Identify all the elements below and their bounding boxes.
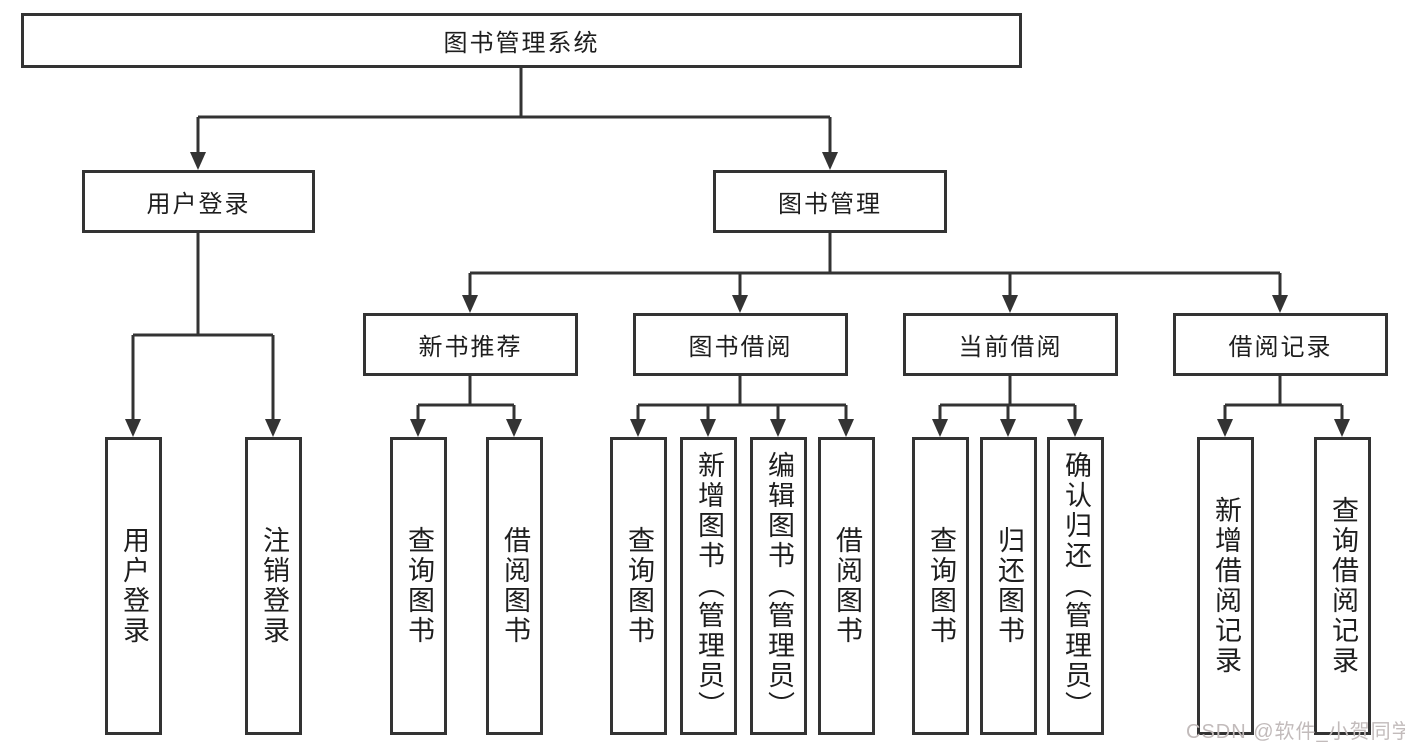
arrowheads [125,152,1350,437]
node-borrow-records: 借阅记录 [1173,313,1388,376]
connector-user-login-children [131,233,275,421]
node-root-system: 图书管理系统 [21,13,1022,68]
leaf-logout-label: 注销登录 [259,526,289,646]
leaf-add-book-admin-label: 新增图书（管理员） [694,451,724,721]
leaf-logout: 注销登录 [245,437,302,735]
leaf-add-borrow-record: 新增借阅记录 [1197,437,1254,735]
connector-records-children [1223,376,1344,421]
node-book-borrow: 图书借阅 [633,313,848,376]
csdn-watermark: CSDN @软件_小贺同学 [1186,721,1405,743]
connector-book-management-children [468,233,1282,297]
leaf-return-book: 归还图书 [980,437,1037,735]
node-root-system-label: 图书管理系统 [443,30,600,57]
leaf-query-books-current: 查询图书 [912,437,969,735]
leaf-confirm-return-admin-label: 确认归还（管理员） [1061,451,1091,721]
leaf-add-borrow-record-label: 新增借阅记录 [1211,496,1241,676]
node-book-management: 图书管理 [713,170,947,233]
leaf-query-books-recommend-label: 查询图书 [404,526,434,646]
leaf-query-books-current-label: 查询图书 [926,526,956,646]
leaf-query-books-borrow-label: 查询图书 [624,526,654,646]
node-borrow-records-label: 借阅记录 [1228,334,1333,361]
leaf-query-books-borrow: 查询图书 [610,437,667,735]
connector-borrow-children [636,376,848,421]
connector-current-children [938,376,1077,421]
node-book-management-label: 图书管理 [778,191,882,218]
leaf-user-login: 用户登录 [105,437,162,735]
leaf-query-borrow-record-label: 查询借阅记录 [1328,496,1358,676]
leaf-borrow-books-recommend: 借阅图书 [486,437,543,735]
node-user-login-label: 用户登录 [146,191,251,218]
leaf-query-books-recommend: 查询图书 [390,437,447,735]
leaf-return-book-label: 归还图书 [994,526,1024,646]
node-book-borrow-label: 图书借阅 [688,334,793,361]
node-new-book-recommend-label: 新书推荐 [418,334,523,361]
leaf-user-login-label: 用户登录 [119,526,149,646]
leaf-borrow-books-label: 借阅图书 [832,526,862,646]
leaf-add-book-admin: 新增图书（管理员） [680,437,737,735]
leaf-edit-book-admin: 编辑图书（管理员） [750,437,807,735]
node-new-book-recommend: 新书推荐 [363,313,578,376]
leaf-confirm-return-admin: 确认归还（管理员） [1047,437,1104,735]
leaf-query-borrow-record: 查询借阅记录 [1314,437,1371,735]
connector-root-to-level2 [196,68,832,154]
node-current-borrow: 当前借阅 [903,313,1118,376]
connector-recommend-children [416,376,516,421]
node-current-borrow-label: 当前借阅 [958,334,1063,361]
leaf-borrow-books-recommend-label: 借阅图书 [500,526,530,646]
node-user-login: 用户登录 [82,170,315,233]
leaf-edit-book-admin-label: 编辑图书（管理员） [764,451,794,721]
leaf-borrow-books: 借阅图书 [818,437,875,735]
